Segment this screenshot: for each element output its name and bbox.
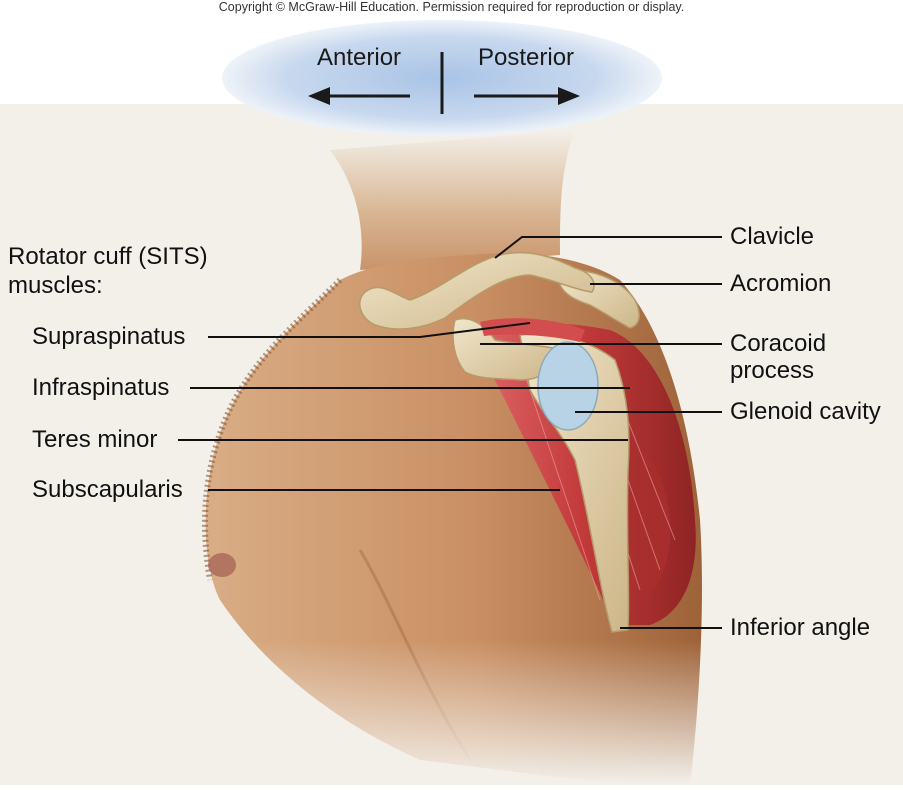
rotator-cuff-title-line1: Rotator cuff (SITS) — [8, 243, 208, 270]
rotator-cuff-title-line2: muscles: — [8, 272, 103, 299]
acromion-label: Acromion — [730, 270, 832, 297]
inferior-angle-label: Inferior angle — [730, 614, 871, 641]
posterior-label: Posterior — [478, 44, 575, 71]
neck — [330, 130, 575, 270]
subscapularis-label: Subscapularis — [32, 476, 183, 503]
infraspinatus-label: Infraspinatus — [32, 374, 170, 401]
leader-clavicle — [494, 236, 722, 259]
glenoid-cavity-label: Glenoid cavity — [730, 398, 881, 425]
supraspinatus-muscle — [480, 318, 585, 342]
clavicle-label: Clavicle — [730, 223, 815, 250]
anterior-arrow — [308, 87, 410, 105]
supraspinatus-label: Supraspinatus — [32, 323, 186, 350]
bottom-fade — [0, 640, 903, 785]
coracoid-label-line1: Coracoid — [730, 330, 827, 357]
clavicle — [359, 251, 595, 330]
leader-lines-left — [178, 322, 630, 491]
teres-minor-label: Teres minor — [32, 426, 158, 453]
copyright-notice: Copyright © McGraw-Hill Education. Permi… — [218, 0, 685, 14]
leader-supraspinatus — [208, 322, 531, 338]
leader-lines-right — [480, 236, 722, 629]
posterior-arrow — [474, 87, 580, 105]
coracoid-label-line2: process — [730, 357, 815, 384]
nipple — [208, 553, 236, 577]
anterior-label: Anterior — [317, 44, 402, 71]
chest-hair — [202, 277, 343, 581]
glenoid-cavity — [537, 341, 599, 431]
